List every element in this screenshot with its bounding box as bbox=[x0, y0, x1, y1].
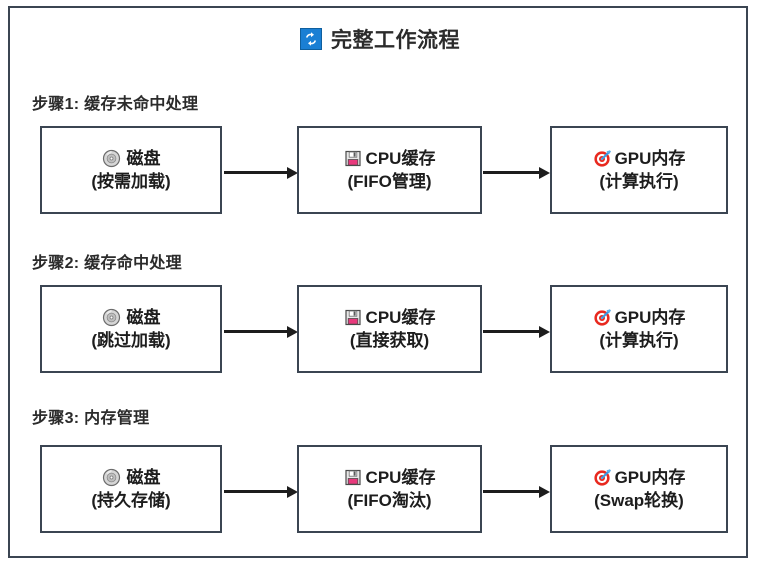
node-disk-1[interactable]: 磁盘 (按需加载) bbox=[40, 126, 222, 214]
flow-row-2: 磁盘 (跳过加载) bbox=[10, 285, 750, 373]
optical-disk-icon bbox=[102, 468, 121, 487]
node-cpu-cache-1-subtitle: (FIFO管理) bbox=[347, 171, 432, 191]
node-cpu-cache-3-title-line: CPU缓存 bbox=[344, 467, 436, 488]
node-disk-3-subtitle: (持久存储) bbox=[91, 490, 171, 510]
dart-target-icon bbox=[593, 308, 612, 327]
node-disk-2[interactable]: 磁盘 (跳过加载) bbox=[40, 285, 222, 373]
diagram-title: 完整工作流程 bbox=[10, 24, 750, 54]
node-disk-2-subtitle: (跳过加载) bbox=[91, 330, 171, 350]
node-cpu-cache-3-subtitle: (FIFO淘汰) bbox=[347, 490, 432, 510]
step-label-3: 步骤3: 内存管理 bbox=[32, 410, 150, 427]
node-cpu-cache-2[interactable]: CPU缓存 (直接获取) bbox=[297, 285, 482, 373]
node-gpu-memory-3[interactable]: GPU内存 (Swap轮换) bbox=[550, 445, 728, 533]
node-gpu-memory-1-subtitle: (计算执行) bbox=[599, 171, 679, 191]
node-gpu-memory-2-subtitle: (计算执行) bbox=[599, 330, 679, 350]
node-disk-1-title-line: 磁盘 bbox=[102, 148, 161, 169]
optical-disk-icon bbox=[102, 308, 121, 327]
node-gpu-memory-2[interactable]: GPU内存 (计算执行) bbox=[550, 285, 728, 373]
arrow-head bbox=[287, 486, 298, 498]
node-cpu-cache-2-title-line: CPU缓存 bbox=[344, 307, 436, 328]
node-disk-3[interactable]: 磁盘 (持久存储) bbox=[40, 445, 222, 533]
node-disk-2-title: 磁盘 bbox=[126, 308, 161, 328]
arrow-shaft bbox=[483, 171, 540, 174]
node-disk-1-title: 磁盘 bbox=[126, 149, 161, 169]
arrow-shaft bbox=[224, 330, 288, 333]
step-label-2: 步骤2: 缓存命中处理 bbox=[32, 255, 182, 272]
node-cpu-cache-1[interactable]: CPU缓存 (FIFO管理) bbox=[297, 126, 482, 214]
arrow-shaft bbox=[483, 330, 540, 333]
node-cpu-cache-1-title-line: CPU缓存 bbox=[344, 148, 436, 169]
node-gpu-memory-1[interactable]: GPU内存 (计算执行) bbox=[550, 126, 728, 214]
dart-target-icon bbox=[593, 149, 612, 168]
node-gpu-memory-2-title-line: GPU内存 bbox=[593, 307, 686, 328]
arrow-shaft bbox=[224, 171, 288, 174]
sync-icon bbox=[300, 28, 322, 50]
optical-disk-icon bbox=[102, 149, 121, 168]
title-text: 完整工作流程 bbox=[331, 29, 460, 52]
node-disk-3-title-line: 磁盘 bbox=[102, 467, 161, 488]
diagram-frame: 完整工作流程 步骤1: 缓存未命中处理 磁盘 (按需加载) bbox=[8, 6, 748, 558]
dart-target-icon bbox=[593, 468, 612, 487]
arrow-head bbox=[539, 167, 550, 179]
arrow-cache-to-gpu-1 bbox=[483, 167, 551, 179]
node-gpu-memory-1-title: GPU内存 bbox=[614, 149, 686, 169]
floppy-disk-icon bbox=[344, 149, 363, 168]
node-gpu-memory-3-subtitle: (Swap轮换) bbox=[594, 490, 684, 510]
node-disk-2-title-line: 磁盘 bbox=[102, 307, 161, 328]
node-cpu-cache-2-title: CPU缓存 bbox=[365, 308, 436, 328]
node-gpu-memory-3-title-line: GPU内存 bbox=[593, 467, 686, 488]
node-disk-1-subtitle: (按需加载) bbox=[91, 171, 171, 191]
arrow-head bbox=[287, 167, 298, 179]
node-gpu-memory-2-title: GPU内存 bbox=[614, 308, 686, 328]
floppy-disk-icon bbox=[344, 308, 363, 327]
arrow-head bbox=[287, 326, 298, 338]
arrow-shaft bbox=[224, 490, 288, 493]
node-disk-3-title: 磁盘 bbox=[126, 468, 161, 488]
arrow-cache-to-gpu-3 bbox=[483, 486, 551, 498]
step-label-1: 步骤1: 缓存未命中处理 bbox=[32, 96, 199, 113]
arrow-disk-to-cache-2 bbox=[224, 326, 298, 338]
floppy-disk-icon bbox=[344, 468, 363, 487]
flow-row-3: 磁盘 (持久存储) bbox=[10, 445, 750, 533]
node-cpu-cache-2-subtitle: (直接获取) bbox=[349, 330, 430, 350]
node-gpu-memory-3-title: GPU内存 bbox=[614, 468, 686, 488]
node-cpu-cache-3[interactable]: CPU缓存 (FIFO淘汰) bbox=[297, 445, 482, 533]
arrow-cache-to-gpu-2 bbox=[483, 326, 551, 338]
flow-row-1: 磁盘 (按需加载) bbox=[10, 126, 750, 214]
node-cpu-cache-3-title: CPU缓存 bbox=[365, 468, 436, 488]
node-gpu-memory-1-title-line: GPU内存 bbox=[593, 148, 686, 169]
arrow-shaft bbox=[483, 490, 540, 493]
arrow-head bbox=[539, 486, 550, 498]
arrow-disk-to-cache-3 bbox=[224, 486, 298, 498]
arrow-disk-to-cache-1 bbox=[224, 167, 298, 179]
node-cpu-cache-1-title: CPU缓存 bbox=[365, 149, 436, 169]
arrow-head bbox=[539, 326, 550, 338]
